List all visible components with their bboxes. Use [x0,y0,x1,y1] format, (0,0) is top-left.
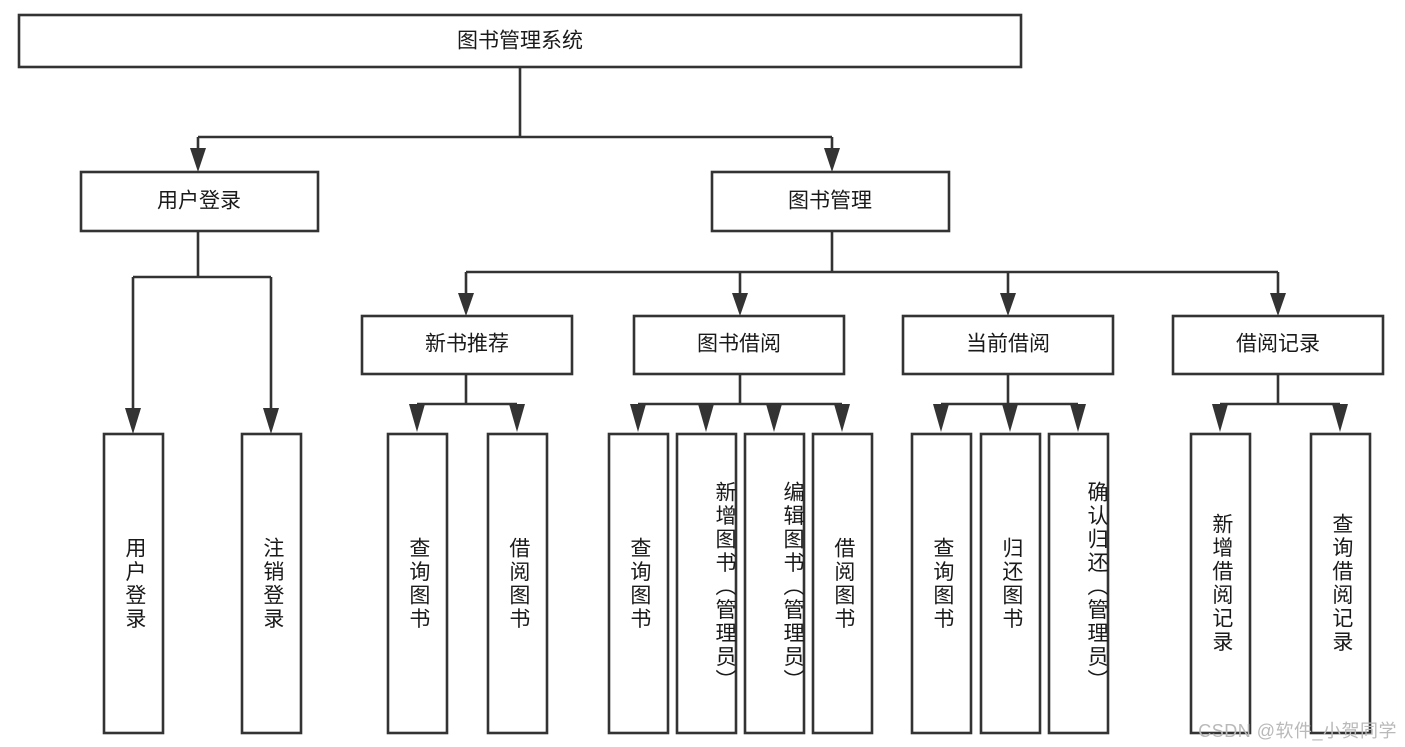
arrow-head-leaf-logout-login [263,408,279,434]
node-leaf-query-book-3-box[interactable] [910,432,973,735]
arrow-head-leaf-edit-book [766,404,782,432]
node-current-borrow[interactable]: 当前借阅 [901,314,1115,376]
node-current-borrow-label: 当前借阅 [966,333,1050,356]
connector-group-current-borrow [933,374,1086,432]
node-leaf-borrow-book-1-box[interactable] [486,432,549,735]
node-borrow-record-label: 借阅记录 [1236,333,1320,356]
arrow-head-current-borrow [1000,293,1016,316]
node-root-label: 图书管理系统 [457,30,583,53]
node-book-borrow[interactable]: 图书借阅 [632,314,846,376]
node-root-box[interactable] [17,13,1023,69]
connector-group-book-management [458,231,1286,316]
node-book-borrow-box[interactable] [632,314,846,376]
arrow-head-leaf-confirm-return [1070,404,1086,432]
node-leaf-add-record-box[interactable] [1189,432,1252,735]
node-root[interactable]: 图书管理系统 [17,13,1023,69]
node-book-management[interactable]: 图书管理 [710,170,951,233]
arrow-head-leaf-query-book-2 [630,404,646,432]
arrow-head-leaf-query-book-1 [409,404,425,432]
arrow-head-leaf-borrow-book-2 [834,404,850,432]
node-user-login[interactable]: 用户登录 [79,170,320,233]
node-borrow-record[interactable]: 借阅记录 [1171,314,1385,376]
connector-group-borrow-record [1212,374,1348,432]
arrow-head-leaf-add-book [698,404,714,432]
node-current-borrow-box[interactable] [901,314,1115,376]
node-borrow-record-box[interactable] [1171,314,1385,376]
connector-group-book-borrow [630,374,850,432]
node-new-book-recommend-box[interactable] [360,314,574,376]
node-book-borrow-label: 图书借阅 [697,333,781,356]
node-book-management-label: 图书管理 [788,190,872,213]
csdn-watermark: CSDN @软件_小贺同学 [1198,721,1397,741]
node-leaf-add-book-box[interactable] [675,432,738,735]
node-leaf-query-record-box[interactable] [1309,432,1372,735]
connector-group-user-login [125,231,279,434]
arrow-head-leaf-borrow-book-1 [509,404,525,432]
arrow-head-leaf-query-record [1332,404,1348,432]
arrow-head-book-management [824,148,840,172]
node-new-book-recommend-label: 新书推荐 [425,333,509,356]
node-leaf-confirm-return-box[interactable] [1047,432,1110,735]
node-leaf-logout-login-box[interactable] [240,432,303,735]
arrow-head-book-borrow [732,293,748,316]
arrow-head-leaf-user-login [125,408,141,434]
arrow-head-leaf-return-book [1002,404,1018,432]
node-leaf-edit-book-box[interactable] [743,432,806,735]
node-leaf-query-book-2-box[interactable] [607,432,670,735]
node-book-management-box[interactable] [710,170,951,233]
node-leaf-borrow-book-2-box[interactable] [811,432,874,735]
node-user-login-box[interactable] [79,170,320,233]
arrow-head-leaf-query-book-3 [933,404,949,432]
node-leaf-query-book-1-box[interactable] [386,432,449,735]
arrow-head-new-book-recommend [458,293,474,316]
connector-group-root [190,67,840,172]
node-leaf-user-login-box[interactable] [102,432,165,735]
arrow-head-user-login [190,148,206,172]
connector-group-new-book-recommend [409,374,525,432]
arrow-head-borrow-record [1270,293,1286,316]
node-user-login-label: 用户登录 [157,190,241,213]
node-new-book-recommend[interactable]: 新书推荐 [360,314,574,376]
node-leaf-return-book-box[interactable] [979,432,1042,735]
arrow-head-leaf-add-record [1212,404,1228,432]
